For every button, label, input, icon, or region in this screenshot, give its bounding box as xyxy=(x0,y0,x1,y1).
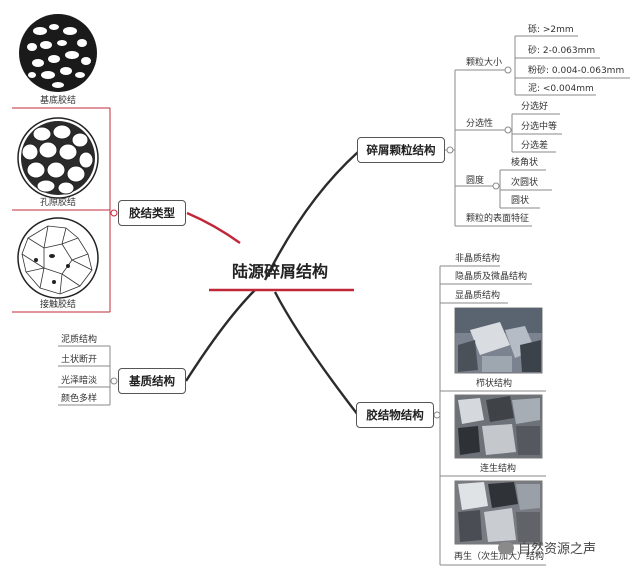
cement-basal-label: 基底胶结 xyxy=(40,96,77,106)
size-mud[interactable]: 泥: <0.004mm xyxy=(528,84,594,94)
cement-amorphous[interactable]: 非晶质结构 xyxy=(455,254,501,264)
node-sorting[interactable]: 分选性 xyxy=(466,119,494,129)
node-surface-features[interactable]: 颗粒的表面特征 xyxy=(466,214,530,224)
pore-cement-illustration xyxy=(17,117,99,199)
comb-structure-photo xyxy=(454,307,543,374)
roundness-subrounded[interactable]: 次圆状 xyxy=(511,178,539,188)
sorting-good[interactable]: 分选好 xyxy=(521,102,549,112)
roundness-rounded[interactable]: 圆状 xyxy=(511,196,530,206)
cement-phanerocrystalline[interactable]: 显晶质结构 xyxy=(455,291,501,301)
cement-contact-label: 接触胶结 xyxy=(40,300,77,310)
size-gravel[interactable]: 砾: >2mm xyxy=(528,25,574,35)
node-matrix-structure[interactable]: 基质结构 xyxy=(118,368,186,394)
cement-intergrowth[interactable]: 连生结构 xyxy=(480,464,517,474)
node-grain-size[interactable]: 颗粒大小 xyxy=(466,58,503,68)
sorting-medium[interactable]: 分选中等 xyxy=(521,122,558,132)
matrix-dull-luster[interactable]: 光泽暗淡 xyxy=(61,376,98,386)
node-cement-structure[interactable]: 胶结物结构 xyxy=(356,402,434,428)
overgrowth-structure-photo xyxy=(454,480,543,545)
matrix-varied-color[interactable]: 颜色多样 xyxy=(61,394,98,404)
matrix-earthy-fracture[interactable]: 土状断开 xyxy=(61,355,98,365)
roundness-angular[interactable]: 棱角状 xyxy=(511,158,539,168)
cement-overgrowth[interactable]: 再生（次生加大）结构 xyxy=(454,552,545,562)
watermark-text: 自然资源之声 xyxy=(518,542,597,557)
node-debris-structure[interactable]: 碎屑颗粒结构 xyxy=(357,137,445,163)
basal-cement-illustration xyxy=(19,14,97,92)
node-cement-type[interactable]: 胶结类型 xyxy=(118,200,186,226)
wechat-icon xyxy=(498,542,514,554)
contact-cement-illustration xyxy=(17,217,99,299)
cement-comb[interactable]: 栉状结构 xyxy=(476,379,513,389)
cement-cryptocrystalline[interactable]: 隐晶质及微晶结构 xyxy=(455,272,528,282)
matrix-argillaceous[interactable]: 泥质结构 xyxy=(61,335,98,345)
size-sand[interactable]: 砂: 2-0.063mm xyxy=(528,46,596,56)
size-silt[interactable]: 粉砂: 0.004-0.063mm xyxy=(528,66,625,76)
sorting-poor[interactable]: 分选差 xyxy=(521,141,549,151)
central-title: 陆源碎屑结构 xyxy=(232,262,329,281)
cement-pore-label: 孔隙胶结 xyxy=(40,198,77,208)
intergrowth-structure-photo xyxy=(454,394,543,459)
node-roundness[interactable]: 圆度 xyxy=(466,176,485,186)
